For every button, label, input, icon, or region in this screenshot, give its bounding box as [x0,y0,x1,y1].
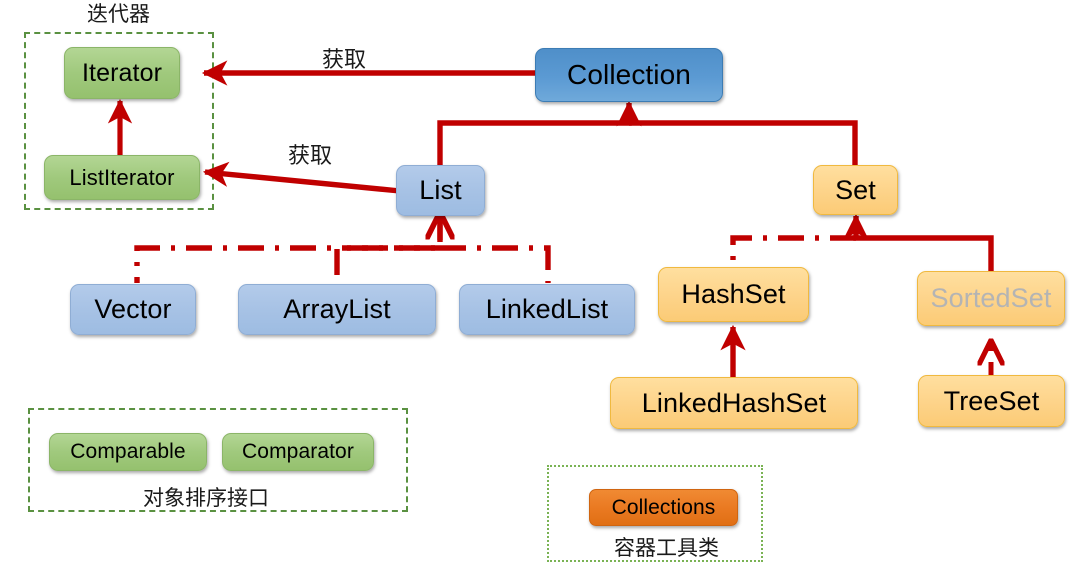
node-collection[interactable]: Collection [535,48,723,102]
node-label: TreeSet [943,385,1040,416]
node-list[interactable]: List [396,165,485,216]
node-label: Vector [94,294,172,324]
node-label: LinkedHashSet [641,387,827,418]
node-collections[interactable]: Collections [589,489,738,526]
group-caption-comparator: 对象排序接口 [140,487,272,509]
edge-list-to-listiterator [202,161,401,194]
node-label: Collection [567,59,691,90]
group-frame-comparator [28,408,408,512]
edge-vector-to-list [134,216,443,283]
group-caption-collections: 容器工具类 [611,537,722,559]
node-linkedhashset[interactable]: LinkedHashSet [610,377,858,429]
node-listiterator[interactable]: ListIterator [44,155,200,200]
node-label: Iterator [82,58,162,87]
node-label: Collections [611,495,716,519]
node-label: List [419,175,462,205]
group-caption-iterator: 迭代器 [84,3,153,25]
node-label: SortedSet [930,283,1052,313]
node-arraylist[interactable]: ArrayList [238,284,436,335]
edge-hashset-to-set [730,235,856,268]
node-label: Set [835,174,876,205]
node-hashset[interactable]: HashSet [658,267,809,322]
edge-sortedset-to-set [843,213,994,274]
node-set[interactable]: Set [813,165,898,215]
node-iterator[interactable]: Iterator [64,47,180,99]
group-frame-iterator [24,32,214,210]
edge-linkedlist-to-list [440,245,551,283]
node-label: Comparator [242,440,354,463]
node-vector[interactable]: Vector [70,284,196,335]
node-label: HashSet [681,279,786,309]
group-frame-collections [547,465,763,562]
node-treeset[interactable]: TreeSet [918,375,1065,427]
node-label: Comparable [70,440,186,463]
edge-list-to-collection [437,100,642,166]
node-label: LinkedList [485,294,609,324]
edge-set-to-collection [629,120,858,166]
edge-arraylist-to-list [334,245,440,283]
edge-label-collection-iterator: 获取 [322,48,367,73]
node-linkedlist[interactable]: LinkedList [459,284,635,335]
node-comparable[interactable]: Comparable [49,433,207,471]
node-label: ArrayList [283,294,391,324]
node-comparator[interactable]: Comparator [222,433,374,471]
node-sortedset[interactable]: SortedSet [917,271,1065,326]
node-label: ListIterator [69,164,175,190]
edge-label-list-listiterator: 获取 [288,144,333,169]
